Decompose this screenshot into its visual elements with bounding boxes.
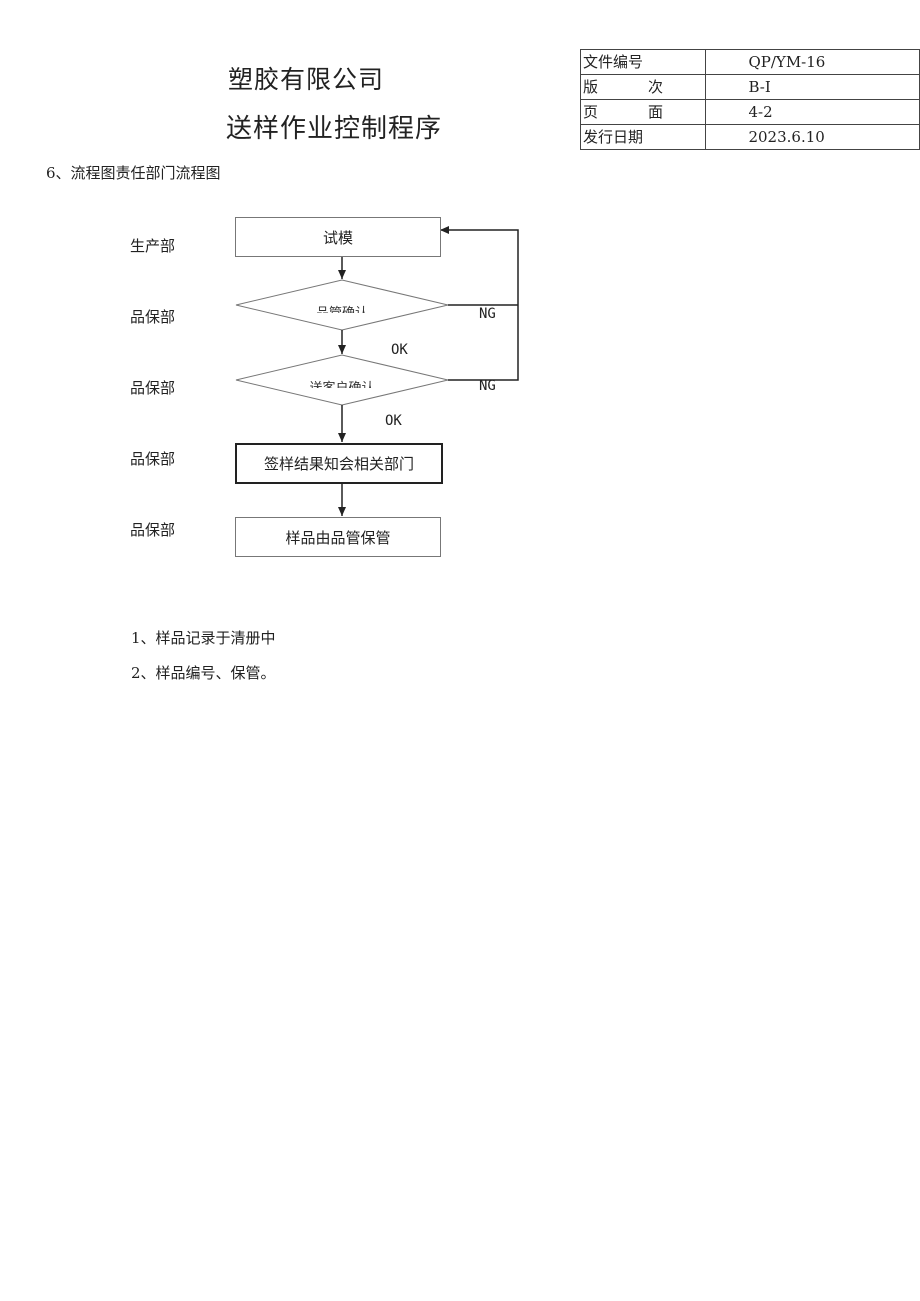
dept-qa-3: 品保部 bbox=[130, 450, 176, 468]
dept-qa-4: 品保部 bbox=[130, 521, 176, 539]
page-value: 4-2 bbox=[705, 99, 920, 125]
ok-label-2: OK bbox=[385, 413, 402, 429]
ok-label-1: OK bbox=[391, 342, 408, 358]
company-name: 塑胶有限公司 bbox=[228, 65, 385, 94]
note-2: 2、样品编号、保管。 bbox=[131, 664, 276, 682]
dept-qa-1: 品保部 bbox=[130, 308, 176, 326]
section-title: 6、流程图责任部门流程图 bbox=[46, 164, 221, 182]
trial-mold-box: 试模 bbox=[235, 217, 441, 257]
dept-production: 生产部 bbox=[130, 237, 176, 255]
issue-date-row: 发行日期 2023.6.10 bbox=[579, 124, 920, 150]
storage-text: 样品由品管保管 bbox=[285, 528, 391, 547]
version-row: 版次 B-I bbox=[579, 74, 920, 100]
quality-confirm-text: 品管确认 bbox=[302, 303, 382, 313]
note-1: 1、样品记录于清册中 bbox=[131, 629, 276, 647]
notify-text: 签样结果知会相关部门 bbox=[263, 455, 414, 473]
doc-number-label: 文件编号 bbox=[579, 49, 707, 75]
ng-label-2: NG bbox=[479, 378, 496, 394]
procedure-title: 送样作业控制程序 bbox=[226, 114, 443, 144]
storage-box: 样品由品管保管 bbox=[235, 517, 441, 557]
page-label: 页面 bbox=[583, 103, 663, 121]
issue-date-label: 发行日期 bbox=[579, 124, 707, 150]
dept-qa-2: 品保部 bbox=[130, 379, 176, 397]
version-label: 版次 bbox=[583, 78, 663, 96]
flowchart-connectors bbox=[235, 226, 519, 516]
customer-confirm-text: 送客户确认 bbox=[295, 378, 389, 388]
ng-label-1: NG bbox=[479, 306, 496, 322]
version-value: B-I bbox=[705, 74, 920, 100]
document-info-table: 文件编号 QP/YM-16 版次 B-I 页面 4-2 发行日期 2023.6.… bbox=[579, 49, 920, 150]
page-row: 页面 4-2 bbox=[579, 99, 920, 125]
trial-mold-text: 试模 bbox=[322, 228, 353, 247]
issue-date-value: 2023.6.10 bbox=[705, 124, 920, 150]
notify-box: 签样结果知会相关部门 bbox=[235, 443, 443, 484]
